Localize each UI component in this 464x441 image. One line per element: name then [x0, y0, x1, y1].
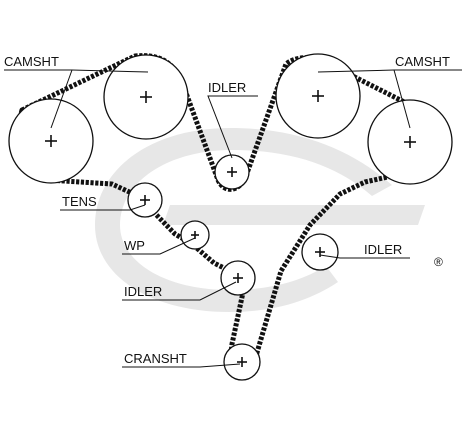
registered-mark: ® — [434, 255, 443, 269]
watermark-bar — [163, 205, 425, 225]
leader-camshaft-left-b — [50, 69, 73, 129]
pulley-water-pump — [180, 220, 210, 250]
leader-idler-right — [319, 254, 410, 259]
label-camshaft-right: CAMSHT — [395, 54, 450, 69]
leader-camshaft-right-b — [393, 69, 411, 129]
pulley-crankshaft — [223, 343, 261, 381]
pulley-idler-right — [301, 233, 339, 271]
label-crankshaft: CRANSHT — [124, 351, 187, 366]
leader-water-pump — [122, 237, 196, 255]
pulley-camshaft-right — [275, 53, 361, 139]
label-idler-right: IDLER — [364, 242, 402, 257]
pulley-tensioner — [127, 182, 163, 218]
label-idler-lower-left: IDLER — [124, 284, 162, 299]
leader-idler-lower-left — [122, 281, 237, 301]
leader-lines — [4, 69, 462, 368]
label-camshaft-left: CAMSHT — [4, 54, 59, 69]
leader-idler-top — [207, 95, 258, 159]
pulley-camshaft-left — [8, 98, 94, 184]
leader-tensioner — [60, 204, 146, 211]
label-tensioner: TENS — [62, 194, 97, 209]
pulley-idler-lower-left — [220, 260, 256, 296]
pulley-camshaft-left-2 — [103, 54, 189, 140]
label-idler-top: IDLER — [208, 80, 246, 95]
label-water-pump: WP — [124, 238, 145, 253]
brand-watermark: ® — [95, 128, 443, 312]
pulley-idler-top — [214, 154, 250, 190]
pulley-camshaft-right-2 — [367, 99, 453, 185]
leader-crankshaft — [122, 363, 241, 368]
